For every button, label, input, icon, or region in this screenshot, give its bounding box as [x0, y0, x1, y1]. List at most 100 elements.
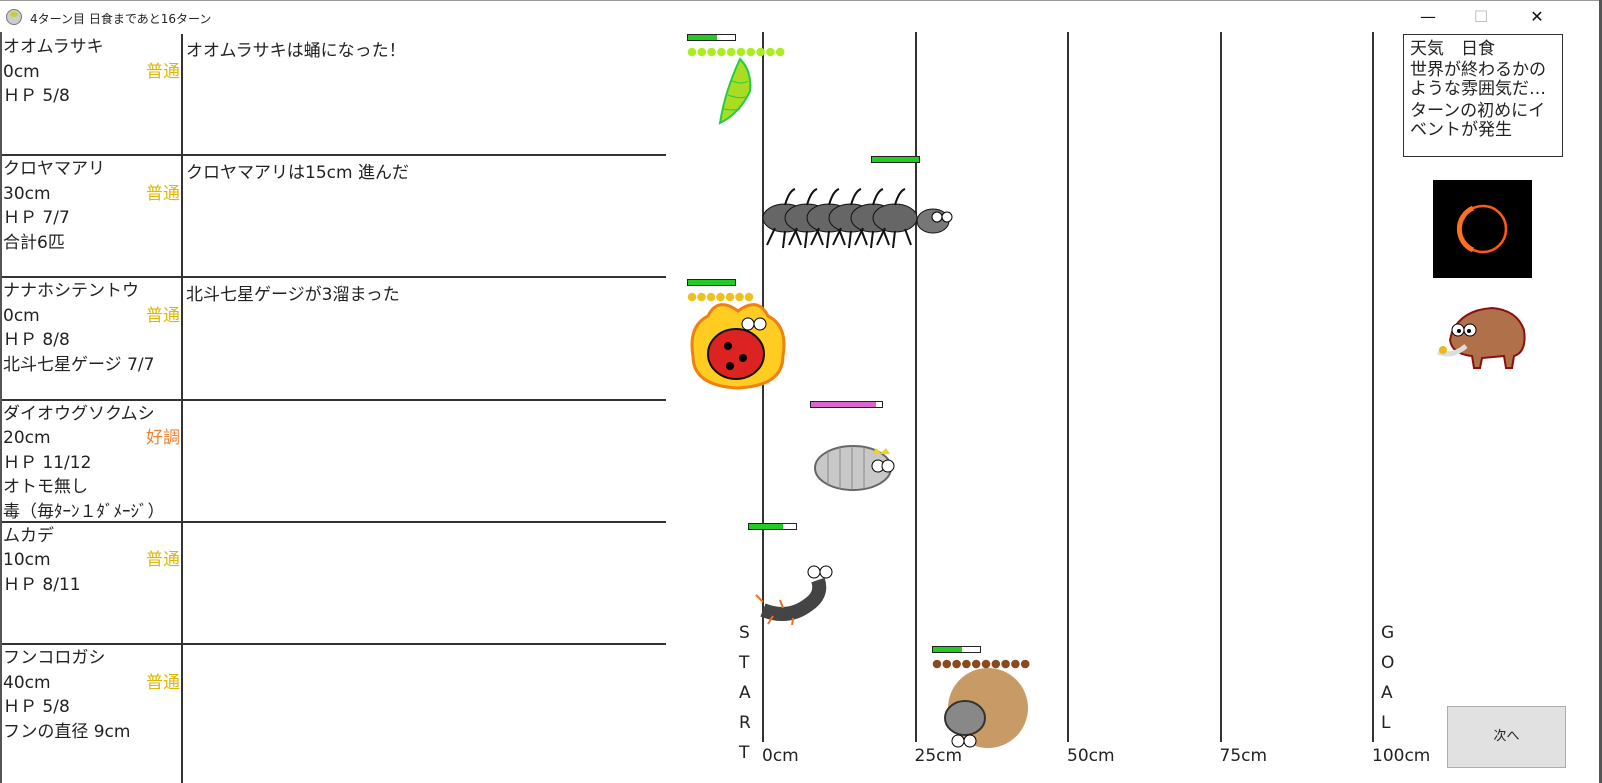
distance-row: 20cm 好調 [3, 426, 180, 451]
app-icon [6, 9, 22, 25]
start-label-letter: S [739, 623, 750, 643]
goal-label-letter: O [1381, 653, 1395, 673]
hp-bar-fill [811, 402, 877, 407]
insect-extra-info: 毒（毎ﾀｰﾝ１ﾀﾞﾒｰｼﾞ） [3, 501, 165, 522]
distance-row: 40cm 普通 [3, 671, 180, 696]
insect-name: クロヤマアリ [3, 159, 105, 180]
insect-hp: ＨＰ 5/8 [3, 697, 70, 717]
insect-hp: ＨＰ 5/8 [3, 86, 70, 106]
row-divider [2, 398, 666, 401]
distance-line [914, 32, 917, 742]
goal-label-letter: A [1381, 683, 1393, 703]
start-label-letter: A [739, 683, 751, 703]
hp-bar [932, 646, 981, 653]
chrysalis-icon [690, 51, 786, 135]
insect-extra-info: フンの直径 9cm [3, 721, 131, 742]
ladybug-on-fire-icon [688, 296, 788, 395]
distance-row: 0cm 普通 [3, 60, 180, 85]
insect-hp: ＨＰ 7/7 [3, 208, 70, 229]
column-divider [181, 34, 183, 783]
insect-extra-info: オトモ無し [3, 477, 88, 498]
hp-bar [748, 523, 797, 530]
hp-bar [687, 279, 736, 286]
insect-message: オオムラサキは蛹になった！ [186, 41, 406, 61]
row-divider [2, 276, 666, 279]
insect-condition: 普通 [146, 183, 180, 204]
distance-line [1067, 32, 1069, 742]
weather-event-note: ターンの初めにイベントが発生 [1410, 101, 1546, 140]
insect-extra-info: 北斗七星ゲージ 7/7 [3, 354, 155, 375]
hp-bar [871, 156, 920, 163]
insect-distance: 0cm [3, 61, 40, 82]
window-border [0, 32, 2, 783]
distance-row: 0cm 普通 [3, 304, 180, 329]
insect-hp: ＨＰ 8/8 [3, 330, 70, 351]
distance-line [1219, 32, 1222, 742]
hp-bar-fill [688, 280, 735, 285]
title-bar: 4ターン目 日食まであと16ターン — ☐ ✕ [0, 0, 1602, 32]
weather-label: 天気 日食 [1410, 39, 1495, 59]
ant-colony-icon [755, 173, 965, 257]
insect-status-1: クロヤマアリ 30cm 普通 ＨＰ 7/7 合計6匹 [3, 157, 180, 255]
insect-hp: ＨＰ 11/12 [3, 452, 92, 473]
next-button[interactable]: 次へ [1447, 706, 1566, 768]
insect-extra-info: 合計6匹 [3, 232, 65, 253]
insect-name: フンコロガシ [3, 648, 106, 668]
insect-status-4: ムカデ 10cm 普通 ＨＰ 8/11 [3, 524, 180, 598]
insect-message: 北斗七星ゲージが3溜まった [186, 285, 400, 306]
distance-tick-label: 50cm [1067, 746, 1115, 766]
hp-bar-fill [872, 157, 919, 162]
distance-tick-label: 0cm [762, 746, 799, 766]
hp-bar-fill [688, 35, 718, 40]
distance-tick-label: 25cm [914, 746, 963, 766]
distance-tick-label: 100cm [1372, 746, 1431, 766]
insect-name: ダイオウグソクムシ [3, 403, 155, 424]
hp-bar [810, 401, 883, 408]
row-divider [2, 643, 666, 645]
hp-bar-fill [749, 524, 784, 529]
hp-bar-fill [933, 647, 963, 652]
centipede-icon [748, 540, 848, 629]
distance-row: 10cm 普通 [3, 548, 180, 573]
start-label-letter: T [739, 743, 750, 763]
row-divider [2, 154, 666, 157]
window-title: 4ターン目 日食まであと16ターン [30, 12, 212, 26]
insect-status-3: ダイオウグソクムシ 20cm 好調 ＨＰ 11/12 オトモ無し毒（毎ﾀｰﾝ１ﾀﾞﾒｰｼ… [3, 402, 180, 525]
insect-status-5: フンコロガシ 40cm 普通 ＨＰ 5/8 フンの直径 9cm [3, 646, 180, 744]
eclipse-icon [1433, 180, 1532, 278]
gauge-dots [932, 654, 1032, 673]
dung-beetle-icon [930, 663, 1030, 762]
insect-message: クロヤマアリは15cm 進んだ [186, 163, 409, 184]
weather-info-box: 天気 日食 世界が終わるかのような雰囲気だ… ターンの初めにイベントが発生 [1403, 34, 1563, 157]
maximize-button[interactable]: ☐ [1473, 7, 1489, 26]
distance-row: 30cm 普通 [3, 182, 180, 207]
window-border [1599, 0, 1602, 783]
insect-distance: 0cm [3, 305, 40, 326]
insect-name: ナナホシテントウ [3, 281, 139, 302]
gauge-dots [687, 42, 787, 61]
insect-condition: 好調 [146, 428, 180, 449]
distance-tick-label: 75cm [1219, 746, 1268, 766]
insect-condition: 普通 [146, 672, 180, 693]
distance-line [762, 32, 764, 742]
insect-condition: 普通 [146, 305, 180, 326]
weather-description: 世界が終わるかのような雰囲気だ… [1410, 60, 1546, 99]
insect-distance: 10cm [3, 550, 51, 571]
insect-distance: 30cm [3, 183, 51, 204]
insect-condition: 普通 [146, 550, 180, 571]
close-button[interactable]: ✕ [1530, 7, 1544, 26]
goal-label-letter: L [1381, 713, 1391, 733]
insect-hp: ＨＰ 8/11 [3, 574, 81, 595]
insect-distance: 20cm [3, 428, 51, 449]
distance-line [1372, 32, 1374, 742]
insect-name: ムカデ [3, 525, 54, 546]
start-label-letter: T [739, 653, 750, 673]
insect-condition: 普通 [146, 61, 180, 82]
goal-label-letter: G [1381, 623, 1395, 643]
minimize-button[interactable]: — [1420, 7, 1436, 26]
insect-status-2: ナナホシテントウ 0cm 普通 ＨＰ 8/8 北斗七星ゲージ 7/7 [3, 279, 180, 377]
insect-distance: 40cm [3, 672, 51, 693]
start-label-letter: R [739, 713, 751, 733]
giant-isopod-icon [808, 418, 908, 507]
